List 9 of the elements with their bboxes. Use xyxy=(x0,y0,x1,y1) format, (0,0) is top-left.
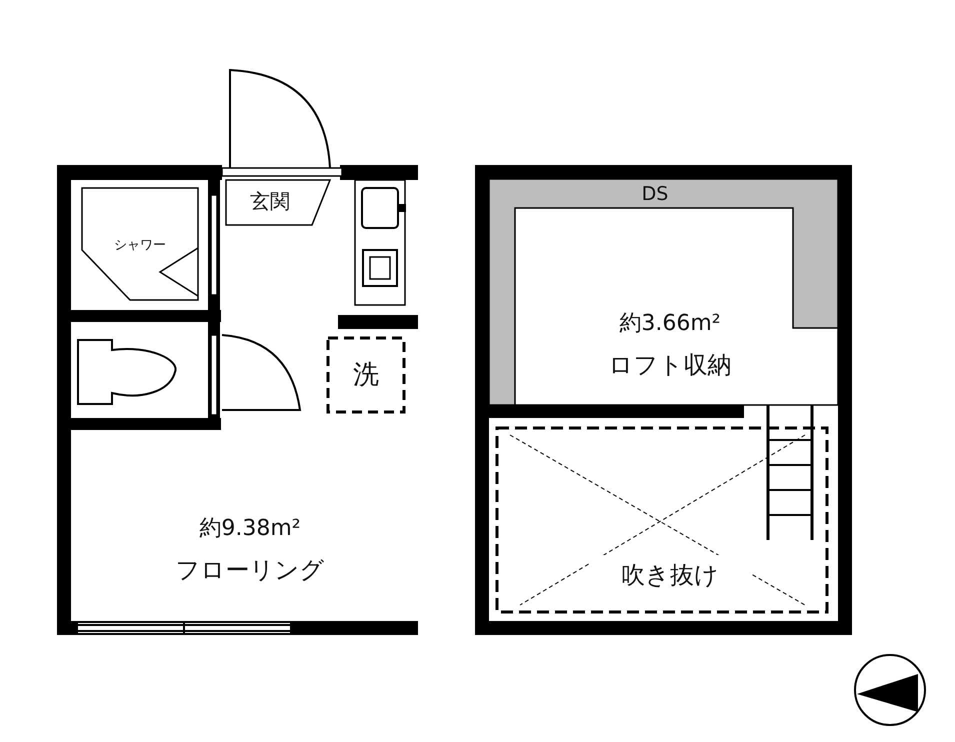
area-label: 約9.38m² xyxy=(199,518,301,540)
area-label: 約3.66m² xyxy=(619,313,721,335)
room-label: ロフト収納 xyxy=(608,353,732,377)
room-label: 洗 xyxy=(353,362,379,388)
room-label: 吹き抜け xyxy=(621,563,719,587)
room-label: シャワー xyxy=(114,238,166,252)
room-label: 玄関 xyxy=(250,191,290,211)
room-label: フローリング xyxy=(176,558,324,582)
room-label: DS xyxy=(642,184,668,204)
